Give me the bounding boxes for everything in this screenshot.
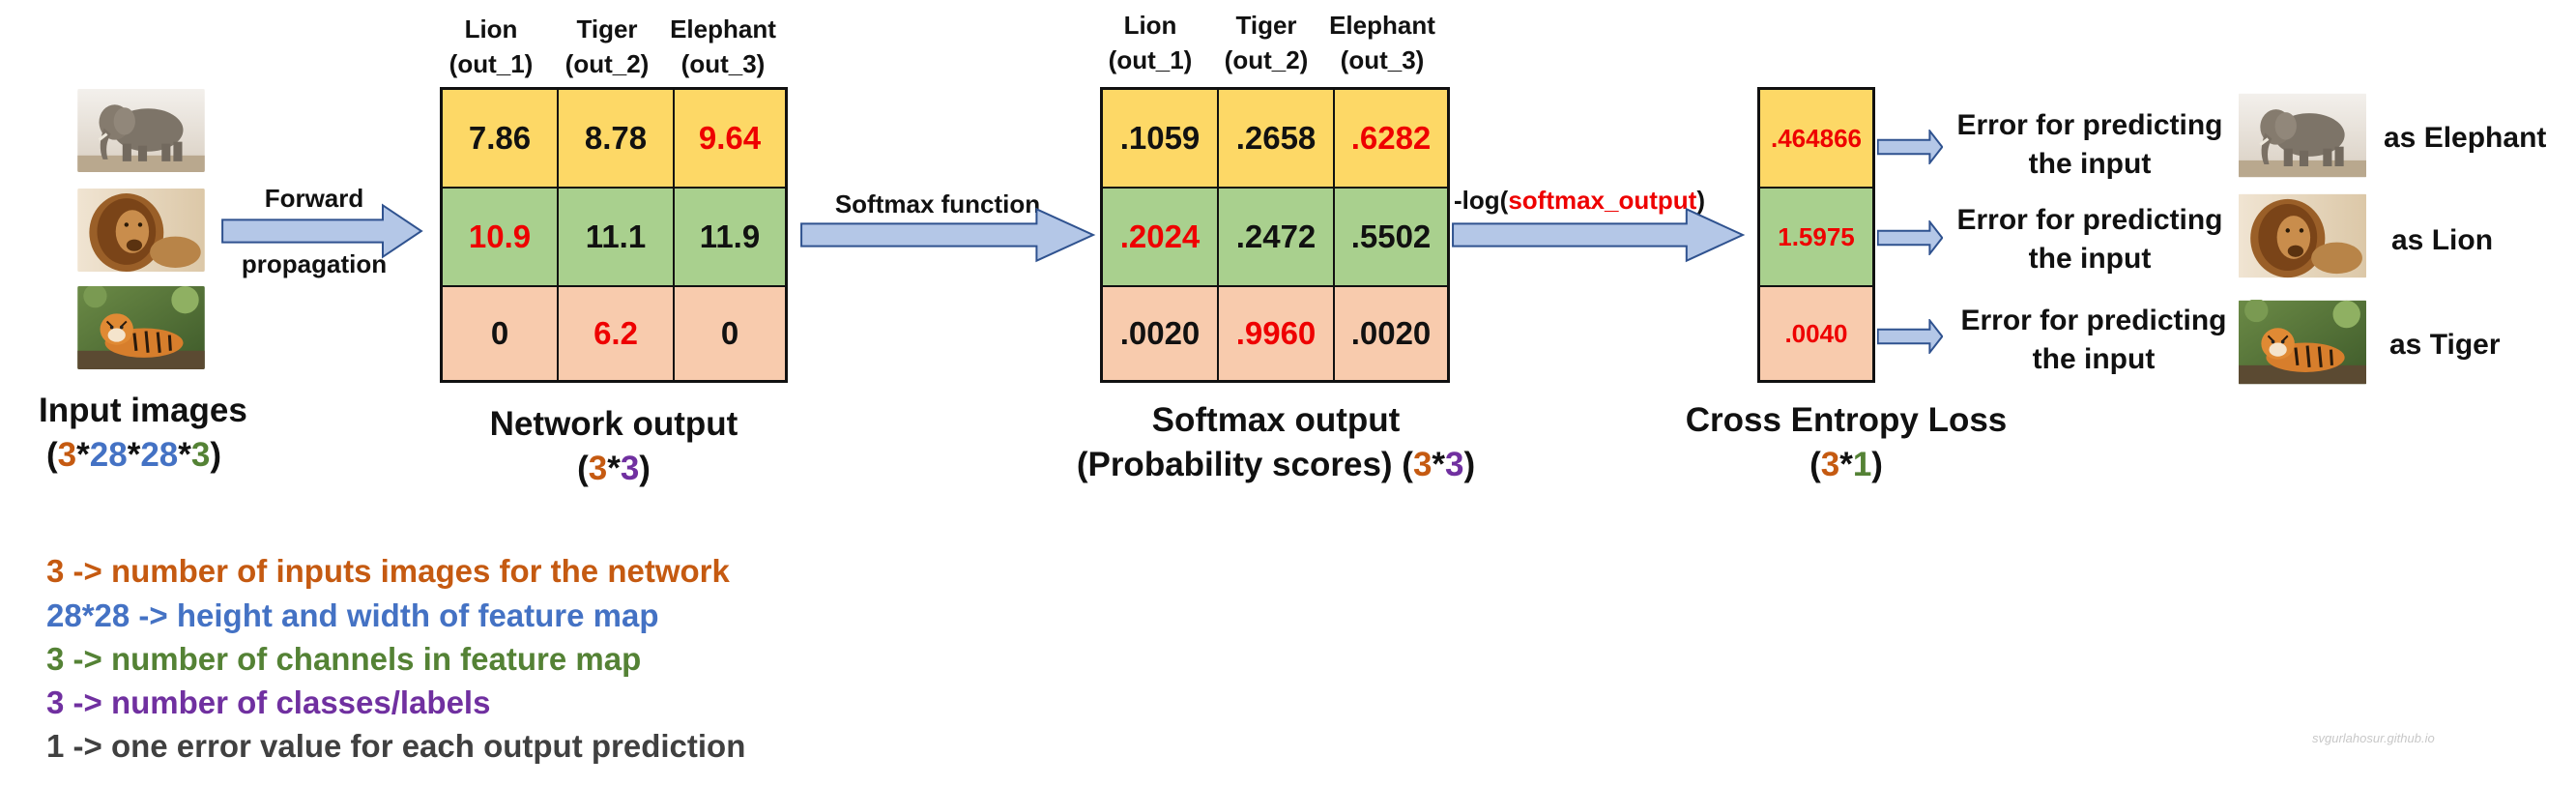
net-cell: 8.78: [558, 89, 674, 188]
loss-cell: 1.5975: [1759, 188, 1873, 286]
as-lion-label: as Lion: [2391, 224, 2494, 256]
net-cell: 0: [674, 286, 786, 381]
tiger-photo: [2239, 300, 2366, 385]
lion-photo: [77, 189, 205, 272]
net-col-head-tiger: Tiger(out_2): [564, 15, 650, 78]
network-output-title: Network output: [489, 405, 738, 443]
legend-line-classes: 3 -> number of classes/labels: [46, 684, 491, 720]
softmax-col-head-lion: Lion(out_1): [1108, 11, 1193, 74]
softmax-output-title: Softmax output: [1151, 401, 1401, 439]
legend-line-images: 3 -> number of inputs images for the net…: [46, 553, 730, 589]
as-tiger-label: as Tiger: [2389, 329, 2501, 361]
softmax-cell: .2658: [1218, 89, 1334, 188]
loss-cell: .464866: [1759, 89, 1873, 188]
net-col-head-lion: Lion(out_1): [449, 15, 534, 78]
cross-entropy-table: .464866 1.5975 .0040: [1757, 87, 1875, 383]
elephant-photo: [77, 89, 205, 172]
as-elephant-label: as Elephant: [2384, 122, 2547, 154]
softmax-output-subtitle: (Probability scores) (3*3): [1076, 446, 1476, 483]
softmax-cell: .9960: [1218, 286, 1334, 381]
net-cell: 9.64: [674, 89, 786, 188]
network-output-dims: (3*3): [577, 450, 651, 487]
net-cell: 11.1: [558, 188, 674, 286]
lion-photo: [2239, 193, 2366, 278]
softmax-output-table: .1059 .2658 .6282 .2024 .2472 .5502 .002…: [1100, 87, 1450, 383]
softmax-col-head-tiger: Tiger(out_2): [1224, 11, 1309, 74]
input-images-dims: (3*28*28*3): [46, 436, 221, 474]
forward-label: Forward: [264, 184, 364, 213]
net-cell: 7.86: [442, 89, 558, 188]
legend-line-feature-size: 28*28 -> height and width of feature map: [46, 597, 659, 633]
propagation-label: propagation: [241, 249, 388, 278]
error-arrow-icon: [1877, 319, 1943, 354]
net-cell: 6.2: [558, 286, 674, 381]
elephant-photo: [2239, 93, 2366, 178]
softmax-cell: .6282: [1334, 89, 1448, 188]
softmax-col-head-elephant: Elephant(out_3): [1329, 11, 1435, 74]
net-cell: 10.9: [442, 188, 558, 286]
network-output-table: 7.86 8.78 9.64 10.9 11.1 11.9 0 6.2 0: [440, 87, 788, 383]
net-cell: 0: [442, 286, 558, 381]
neg-log-label: -log(softmax_output): [1454, 186, 1705, 215]
net-col-head-elephant: Elephant(out_3): [670, 15, 776, 78]
net-cell: 11.9: [674, 188, 786, 286]
input-images-title: Input images: [39, 392, 247, 429]
watermark: svgurlahosur.github.io: [2312, 731, 2435, 745]
legend-line-channels: 3 -> number of channels in feature map: [46, 641, 642, 677]
softmax-cell: .5502: [1334, 188, 1448, 286]
loss-cell: .0040: [1759, 286, 1873, 381]
softmax-function-label: Softmax function: [834, 189, 1041, 218]
softmax-cell: .0020: [1334, 286, 1448, 381]
error-arrow-icon: [1877, 130, 1943, 164]
softmax-cell: .0020: [1102, 286, 1218, 381]
cross-entropy-dims: (3*1): [1809, 446, 1883, 483]
error-arrow-icon: [1877, 220, 1943, 255]
softmax-arrow-icon: [798, 207, 1096, 263]
loss-arrow-icon: [1450, 207, 1746, 263]
tiger-photo: [77, 286, 205, 369]
softmax-cell: .2472: [1218, 188, 1334, 286]
legend-line-error: 1 -> one error value for each output pre…: [46, 728, 746, 764]
cross-entropy-title: Cross Entropy Loss: [1685, 401, 2008, 439]
softmax-cell: .2024: [1102, 188, 1218, 286]
softmax-cell: .1059: [1102, 89, 1218, 188]
